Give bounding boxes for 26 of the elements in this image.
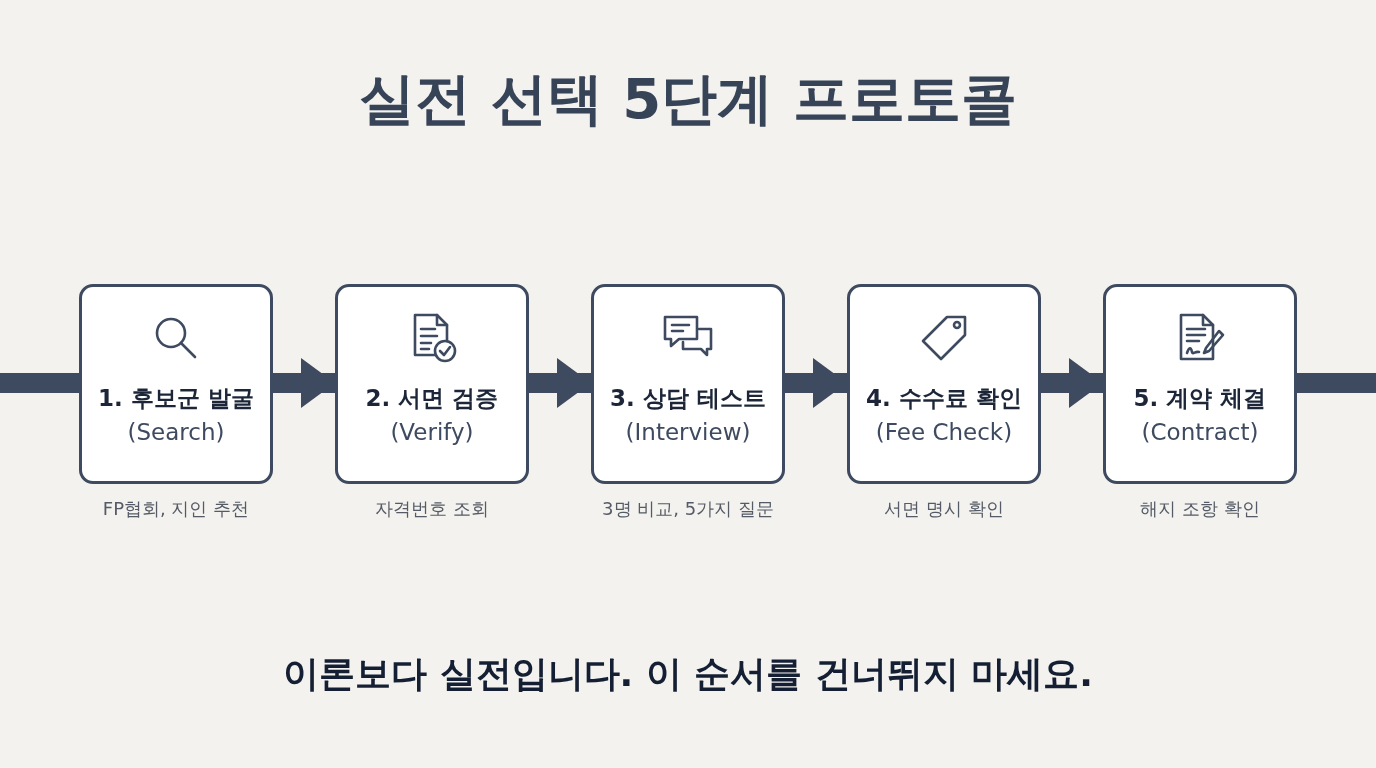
title: 실전 선택 5단계 프로토콜: [358, 65, 1018, 133]
step-subtitle: (Fee Check): [874, 419, 1014, 445]
step-box: [335, 284, 529, 484]
step-note: FP협회, 지인 추천: [101, 497, 251, 521]
step-note: 자격번호 조회: [374, 497, 490, 521]
step-box: [1103, 284, 1297, 484]
step-subtitle: (Verify): [389, 419, 475, 445]
arrow: [529, 358, 591, 408]
arrow: [785, 358, 847, 408]
step-title: 2. 서면 검증: [364, 384, 500, 413]
step-subtitle: (Search): [126, 419, 226, 445]
arrow: [1041, 358, 1103, 408]
step-title: 4. 수수료 확인: [865, 384, 1023, 413]
arrow: [273, 358, 335, 408]
footer-note: 이론보다 실전입니다. 이 순서를 건너뛰지 마세요.: [282, 652, 1094, 696]
step-box: [591, 284, 785, 484]
step-title: 5. 계약 체결: [1132, 384, 1268, 413]
step-note: 3명 비교, 5가지 질문: [601, 497, 775, 521]
step-title: 1. 후보군 발굴: [97, 384, 255, 413]
step-title: 3. 상담 테스트: [609, 384, 767, 413]
step-subtitle: (Contract): [1140, 419, 1260, 445]
step-note: 해지 조항 확인: [1139, 497, 1261, 521]
step-box: [79, 284, 273, 484]
step-subtitle: (Interview): [624, 419, 752, 445]
step-box: [847, 284, 1041, 484]
step-note: 서면 명시 확인: [883, 497, 1005, 521]
